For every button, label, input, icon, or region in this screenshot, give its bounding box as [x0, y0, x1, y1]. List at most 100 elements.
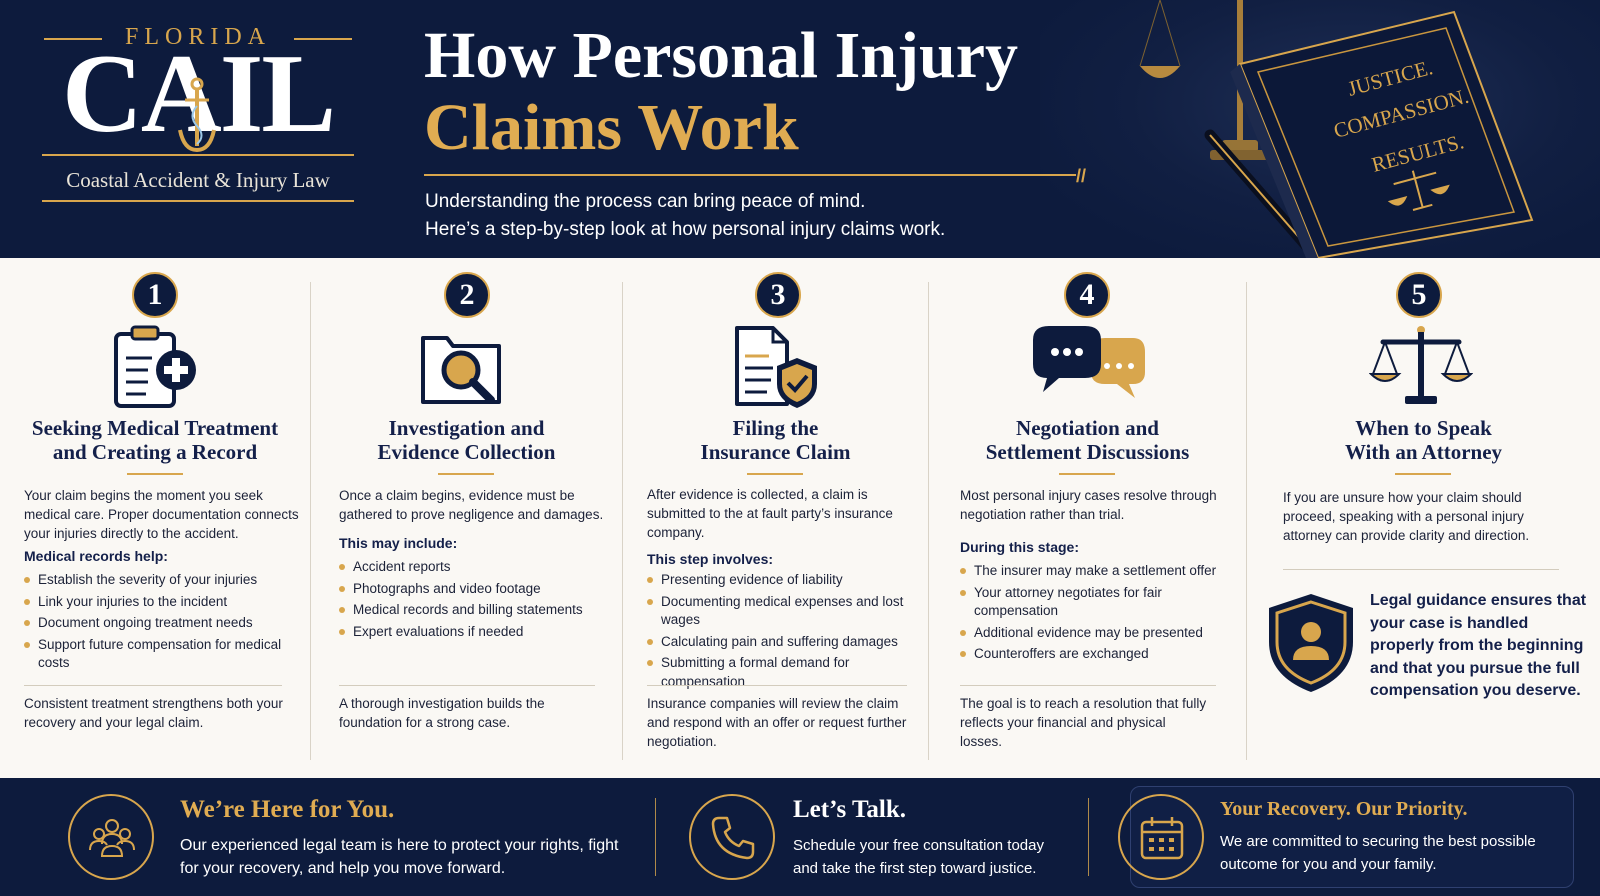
priority-panel: [1130, 786, 1574, 888]
document-shield-icon: [735, 326, 817, 408]
list-heading: This may include:: [339, 535, 458, 551]
list-item: Additional evidence may be presented: [960, 624, 1240, 643]
steps-section: 1 Seeking Medical Treatment and Creating…: [0, 258, 1600, 778]
calendar-icon: [1140, 817, 1184, 860]
logo-rule-left: [44, 38, 102, 40]
step-title-line2: Evidence Collection: [377, 440, 556, 464]
book-scales-icon: [1387, 170, 1450, 211]
title-accent-rule: [1395, 473, 1451, 475]
step-3: 3 Filing the Insurance Claim After evide…: [623, 258, 928, 778]
chat-bubbles-icon: [1033, 326, 1145, 398]
step-title: Investigation and Evidence Collection: [321, 416, 612, 464]
title-accent-rule: [1059, 473, 1115, 475]
list-item: Counteroffers are exchanged: [960, 645, 1240, 664]
step-intro: Your claim begins the moment you seek me…: [24, 488, 299, 541]
step-closing: A thorough investigation builds the foun…: [339, 696, 545, 730]
step-title-line2: With an Attorney: [1344, 440, 1503, 464]
team-icon: [89, 819, 135, 857]
step-title: Filing the Insurance Claim: [633, 416, 918, 464]
title-accent-rule: [127, 473, 183, 475]
anchor-icon: [178, 77, 216, 153]
list-item: Accident reports: [339, 558, 615, 577]
footer-icon-ring: [689, 794, 775, 880]
header-banner: FLORIDA CAIL Coastal Accident & Injury L…: [0, 0, 1600, 258]
page-title-line2: Claims Work: [424, 91, 799, 164]
footer-title: Let’s Talk.: [793, 796, 907, 823]
footer-title: We’re Here for You.: [180, 796, 395, 823]
list-heading: This step involves:: [647, 551, 774, 567]
list-item: Support future compensation for medical …: [24, 636, 286, 673]
step-closing: Consistent treatment strengthens both yo…: [24, 696, 283, 730]
step-number-badge: 4: [1064, 272, 1110, 318]
logo-rule-right: [294, 38, 352, 40]
folder-magnifier-icon: [421, 336, 501, 404]
step-title-line1: Negotiation and: [1016, 416, 1159, 440]
title-slash-mark: //: [1076, 166, 1087, 186]
step-intro: Most personal injury cases resolve throu…: [960, 488, 1217, 522]
list-item: Expert evaluations if needed: [339, 623, 615, 642]
footer-text: We are committed to securing the best po…: [1220, 833, 1536, 873]
step-title: Seeking Medical Treatment and Creating a…: [10, 416, 300, 464]
phone-icon: [711, 816, 755, 860]
list-item: Establish the severity of your injuries: [24, 571, 286, 590]
list-item: Presenting evidence of liability: [647, 571, 921, 590]
book-icon: [1230, 10, 1534, 258]
step-5: 5 When to Speak With an Attorney If you …: [1247, 258, 1600, 778]
footer-text: Schedule your free consultation today an…: [793, 837, 1044, 877]
list-item: Medical records and billing statements: [339, 601, 615, 620]
list-heading: During this stage:: [960, 539, 1080, 555]
title-accent-rule: [438, 473, 494, 475]
title-accent-rule: [747, 473, 803, 475]
step-1: 1 Seeking Medical Treatment and Creating…: [0, 258, 310, 778]
step-title-line2: Insurance Claim: [700, 440, 851, 464]
step-title: Negotiation and Settlement Discussions: [939, 416, 1236, 464]
section-separator: [960, 685, 1216, 686]
footer-icon-ring: [1118, 794, 1204, 880]
scales-of-justice-icon: [1369, 326, 1473, 404]
step-number-badge: 2: [444, 272, 490, 318]
logo-rule-top: [42, 154, 354, 156]
section-separator: [647, 685, 907, 686]
step-2: 2 Investigation and Evidence Collection …: [311, 258, 622, 778]
list-item: Documenting medical expenses and lost wa…: [647, 593, 921, 630]
section-separator: [339, 685, 595, 686]
section-separator: [24, 685, 282, 686]
footer-divider: [1088, 798, 1089, 876]
footer-text: Our experienced legal team is here to pr…: [180, 837, 619, 877]
bullet-list: Establish the severity of your injuries …: [24, 571, 286, 676]
footer-icon-ring: [68, 794, 154, 880]
list-heading: Medical records help:: [24, 548, 168, 564]
list-item: Document ongoing treatment needs: [24, 614, 286, 633]
step-title-line1: When to Speak: [1355, 416, 1492, 440]
step-closing: Insurance companies will review the clai…: [647, 696, 907, 749]
list-item: Your attorney negotiates for fair compen…: [960, 584, 1240, 621]
step-title-line2: and Creating a Record: [52, 440, 258, 464]
step-intro: If you are unsure how your claim should …: [1283, 490, 1530, 543]
medical-clipboard-icon: [114, 325, 196, 408]
step-number-badge: 1: [132, 272, 178, 318]
page-title-line1: How Personal Injury: [424, 19, 1018, 92]
legal-guidance-callout: Legal guidance ensures that your case is…: [1370, 592, 1587, 700]
step-title-line1: Seeking Medical Treatment: [31, 416, 279, 440]
step-title-line1: Filing the: [732, 416, 819, 440]
section-separator: [1283, 569, 1559, 570]
step-closing: The goal is to reach a resolution that f…: [960, 696, 1207, 749]
subtitle-line1: Understanding the process can bring peac…: [425, 191, 866, 212]
bullet-list: The insurer may make a settlement offer …: [960, 562, 1240, 667]
step-title: When to Speak With an Attorney: [1267, 416, 1580, 464]
logo-state: FLORIDA: [124, 24, 271, 50]
step-title-line1: Investigation and: [388, 416, 545, 440]
column-divider: [622, 282, 623, 760]
footer-title: Your Recovery. Our Priority.: [1220, 798, 1468, 820]
page-subtitle: Understanding the process can bring peac…: [425, 188, 945, 244]
step-title-line2: Settlement Discussions: [985, 440, 1190, 464]
bullet-list: Presenting evidence of liability Documen…: [647, 571, 921, 694]
column-divider: [928, 282, 929, 760]
step-intro: Once a claim begins, evidence must be ga…: [339, 488, 604, 522]
title-underline: [424, 174, 1076, 176]
column-divider: [310, 282, 311, 760]
list-item: The insurer may make a settlement offer: [960, 562, 1240, 581]
subtitle-line2: Here’s a step-by-step look at how person…: [425, 219, 946, 240]
justice-book-illustration: JUSTICE. COMPASSION. RESULTS.: [1139, 0, 1534, 258]
step-4: 4 Negotiation and Settlement Discussions…: [929, 258, 1246, 778]
